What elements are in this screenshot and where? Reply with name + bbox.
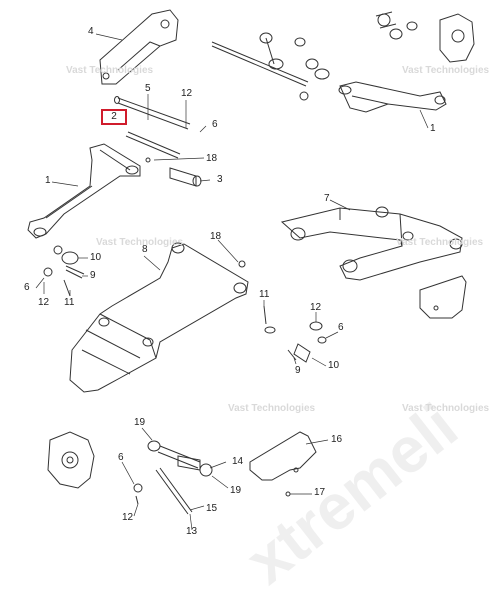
callout-13[interactable]: 13: [186, 526, 198, 537]
part-5-bolt: [114, 96, 191, 130]
part-3-bushing: [169, 167, 202, 187]
callout-14[interactable]: 14: [232, 456, 244, 467]
credit-watermark: Vast Technologies: [402, 65, 490, 76]
part-8-frame: [69, 242, 249, 393]
callout-18[interactable]: 18: [206, 153, 218, 164]
credit-watermark: Vast Technologies: [228, 403, 316, 414]
callout-11[interactable]: 11: [64, 297, 75, 308]
left-small-parts: [43, 245, 85, 297]
callout-9[interactable]: 9: [295, 365, 301, 376]
callout-17[interactable]: 17: [314, 487, 326, 498]
callout-4[interactable]: 4: [88, 26, 94, 37]
parts-diagram: [27, 9, 475, 531]
callout-16[interactable]: 16: [331, 434, 343, 445]
callout-11[interactable]: 11: [259, 289, 270, 300]
credit-watermark: Vast Technologies: [96, 237, 184, 248]
callout-19[interactable]: 19: [134, 417, 146, 428]
callout-8[interactable]: 8: [142, 244, 148, 255]
callout-7[interactable]: 7: [324, 193, 330, 204]
callout-6[interactable]: 6: [118, 452, 124, 463]
callout-6[interactable]: 6: [24, 282, 30, 293]
credit-watermark: Vast Technologies: [396, 237, 484, 248]
credit-watermark: Vast Technologies: [402, 403, 490, 414]
shafts-top: [211, 32, 330, 101]
callout-1[interactable]: 1: [430, 123, 436, 134]
callout-12[interactable]: 12: [181, 88, 193, 99]
knuckle-top-right: [375, 11, 475, 63]
part-18-small: [145, 157, 151, 163]
part-7-swing-arm: [280, 206, 463, 281]
part-4-bracket: [99, 9, 179, 85]
callout-3[interactable]: 3: [217, 174, 223, 185]
part-1-right-arm: [338, 81, 447, 113]
part-plate-right: [419, 275, 467, 319]
callout-10[interactable]: 10: [328, 360, 340, 371]
callout-highlight-2[interactable]: 2: [101, 109, 127, 125]
callout-6[interactable]: 6: [212, 119, 218, 130]
credit-watermark: Vast Technologies: [66, 65, 154, 76]
callout-12[interactable]: 12: [310, 302, 322, 313]
part-1-left-arm: [27, 143, 141, 239]
callout-1[interactable]: 1: [45, 175, 51, 186]
callout-15[interactable]: 15: [206, 503, 218, 514]
callout-12[interactable]: 12: [38, 297, 50, 308]
callout-19[interactable]: 19: [230, 485, 242, 496]
middle-small-parts: [238, 260, 327, 363]
callout-9[interactable]: 9: [90, 270, 96, 281]
callout-12[interactable]: 12: [122, 512, 134, 523]
knuckle-bottom-left: [47, 431, 95, 489]
callout-6[interactable]: 6: [338, 322, 344, 333]
callout-5[interactable]: 5: [145, 83, 151, 94]
bottom-parts: [133, 440, 213, 515]
callout-18[interactable]: 18: [210, 231, 222, 242]
leader-lines: [35, 33, 429, 531]
callout-10[interactable]: 10: [90, 252, 102, 263]
part-2-pin: [125, 131, 181, 159]
